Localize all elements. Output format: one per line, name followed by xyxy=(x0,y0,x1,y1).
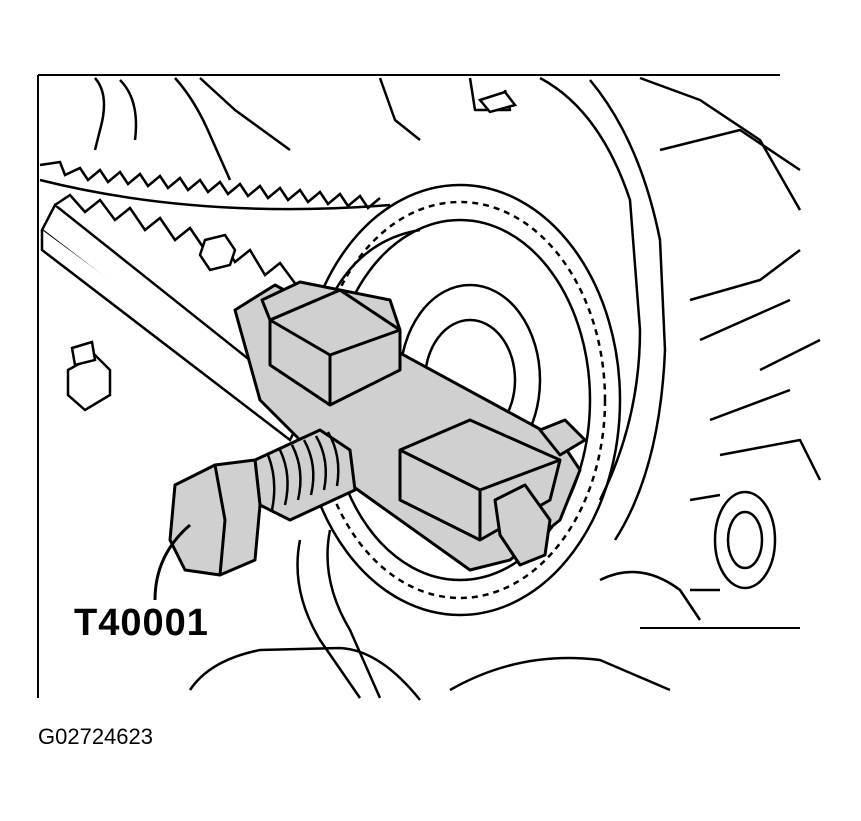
drive-belt-left xyxy=(40,193,302,442)
tool-label: T40001 xyxy=(74,602,209,644)
drive-belt-top xyxy=(39,160,391,211)
tool-thread-lines xyxy=(266,431,340,511)
figure-code: G02724623 xyxy=(38,724,153,749)
label-leader-line xyxy=(153,523,191,601)
counterhold-tool xyxy=(168,280,587,577)
engine-bolts xyxy=(66,90,518,412)
frame-edges xyxy=(37,74,800,698)
engine-housing-outline xyxy=(93,76,822,701)
